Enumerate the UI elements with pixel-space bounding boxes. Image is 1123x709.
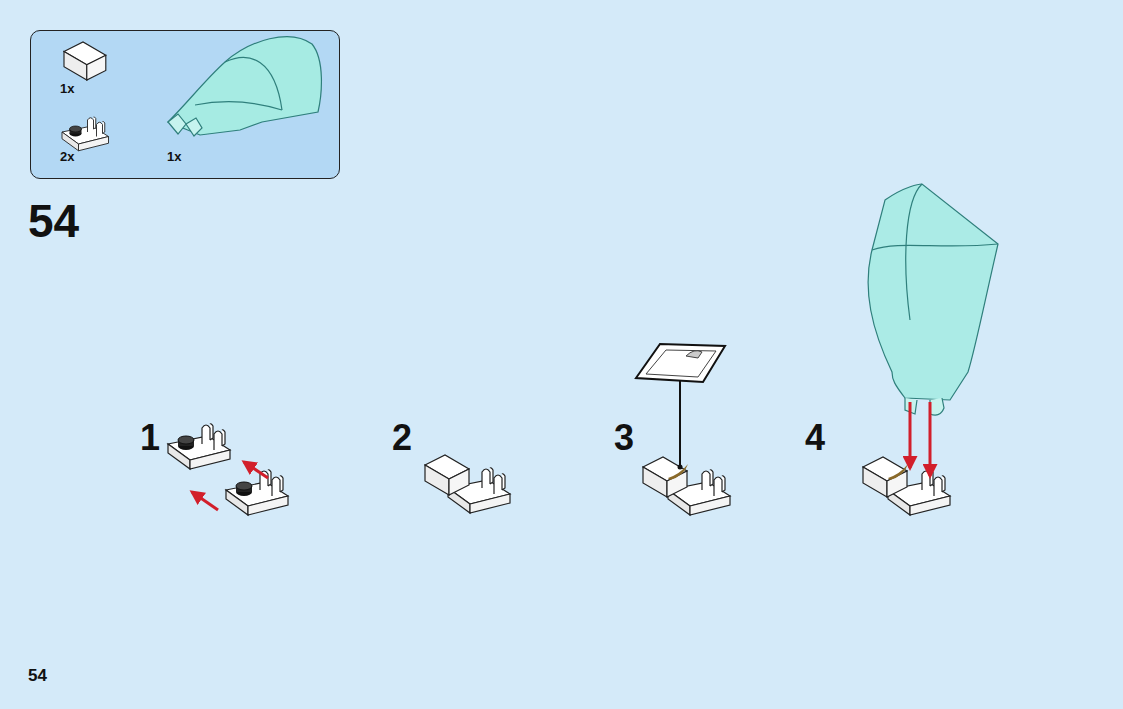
part-quantity: 1x [60,81,74,96]
page-number: 54 [28,667,47,684]
substep-number: 2 [392,420,412,456]
step-number: 54 [28,198,79,244]
substep-number: 3 [614,420,634,456]
substep-number: 1 [140,420,160,456]
parts-panel: 1x 2x 1x [30,30,340,179]
substep-number: 4 [805,420,825,456]
part-quantity: 2x [60,149,74,164]
part-quantity: 1x [167,149,181,164]
